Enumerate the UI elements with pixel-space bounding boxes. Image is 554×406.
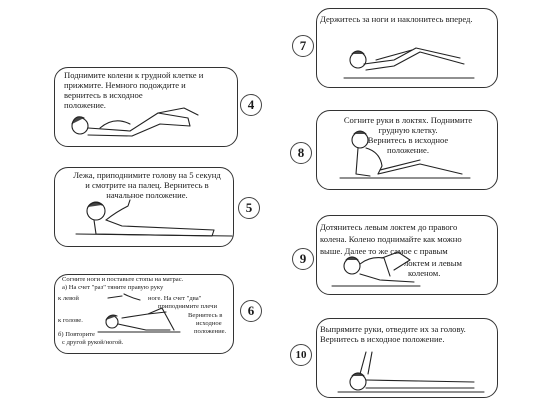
exercise-6-line-6: к голове.	[58, 317, 83, 324]
exercise-6-line-4: ногe. На счет "два"	[148, 295, 202, 302]
exercise-4-text: Поднимите колени к грудной клетке и приж…	[64, 70, 204, 110]
exercise-6-line-9: положение.	[194, 328, 227, 335]
exercise-6-line-8: исходное	[196, 320, 222, 327]
exercise-6-line-5: приподнимите плечи	[158, 303, 217, 310]
exercise-7-figure	[343, 47, 475, 79]
exercise-6-line-11: с другой рукой/ногой.	[62, 339, 124, 346]
exercise-card-10	[316, 318, 498, 398]
exercise-6-line-3: к левой	[58, 295, 79, 302]
exercise-7-number: 7	[292, 35, 314, 57]
exercise-9-number: 9	[292, 248, 314, 270]
exercise-4-figure	[71, 107, 199, 137]
exercise-10-figure	[337, 351, 485, 393]
exercise-9-line-1: Дотянитесь левым локтем до правого	[320, 222, 458, 232]
exercise-10-number: 10	[290, 344, 312, 366]
exercise-card-6	[54, 274, 234, 354]
exercise-5-text: Лежа, приподнимите голову на 5 секунд и …	[73, 170, 221, 200]
exercise-7-text: Держитесь за ноги и наклонитесь вперед.	[320, 14, 473, 24]
exercise-card-8	[316, 110, 498, 190]
exercise-6-line-10: б) Повторите	[58, 331, 95, 338]
exercise-6-number: 6	[240, 300, 262, 322]
exercise-9-line-5: коленом.	[408, 268, 441, 278]
exercise-card-4	[54, 67, 238, 147]
exercise-6-line-1: Согните ноги и поставьте стопы на матрас…	[62, 276, 184, 283]
exercise-6-figure	[97, 293, 181, 333]
exercise-4-number: 4	[240, 94, 262, 116]
exercise-9-line-4: локтем и левым	[404, 258, 462, 268]
exercise-9-figure	[331, 251, 421, 287]
exercise-card-7	[316, 8, 498, 88]
exercise-6-line-2: а) На счет "раз" тяните правую руку	[62, 284, 164, 291]
exercise-9-line-3: выше. Далее то же самое с правым	[320, 246, 448, 256]
exercise-9-line-2: колена. Колено поднимайте как можно	[320, 234, 462, 244]
exercise-8-figure	[339, 130, 471, 179]
exercise-5-figure	[75, 199, 233, 237]
exercise-5-number: 5	[238, 197, 260, 219]
exercise-6-line-7: Вернитесь в	[188, 312, 223, 319]
exercise-10-text: Выпрямите руки, отведите их за голову. В…	[320, 324, 466, 344]
exercise-8-number: 8	[290, 142, 312, 164]
exercise-8-text: Согните руки в локтях. Поднимите грудную…	[343, 115, 473, 155]
